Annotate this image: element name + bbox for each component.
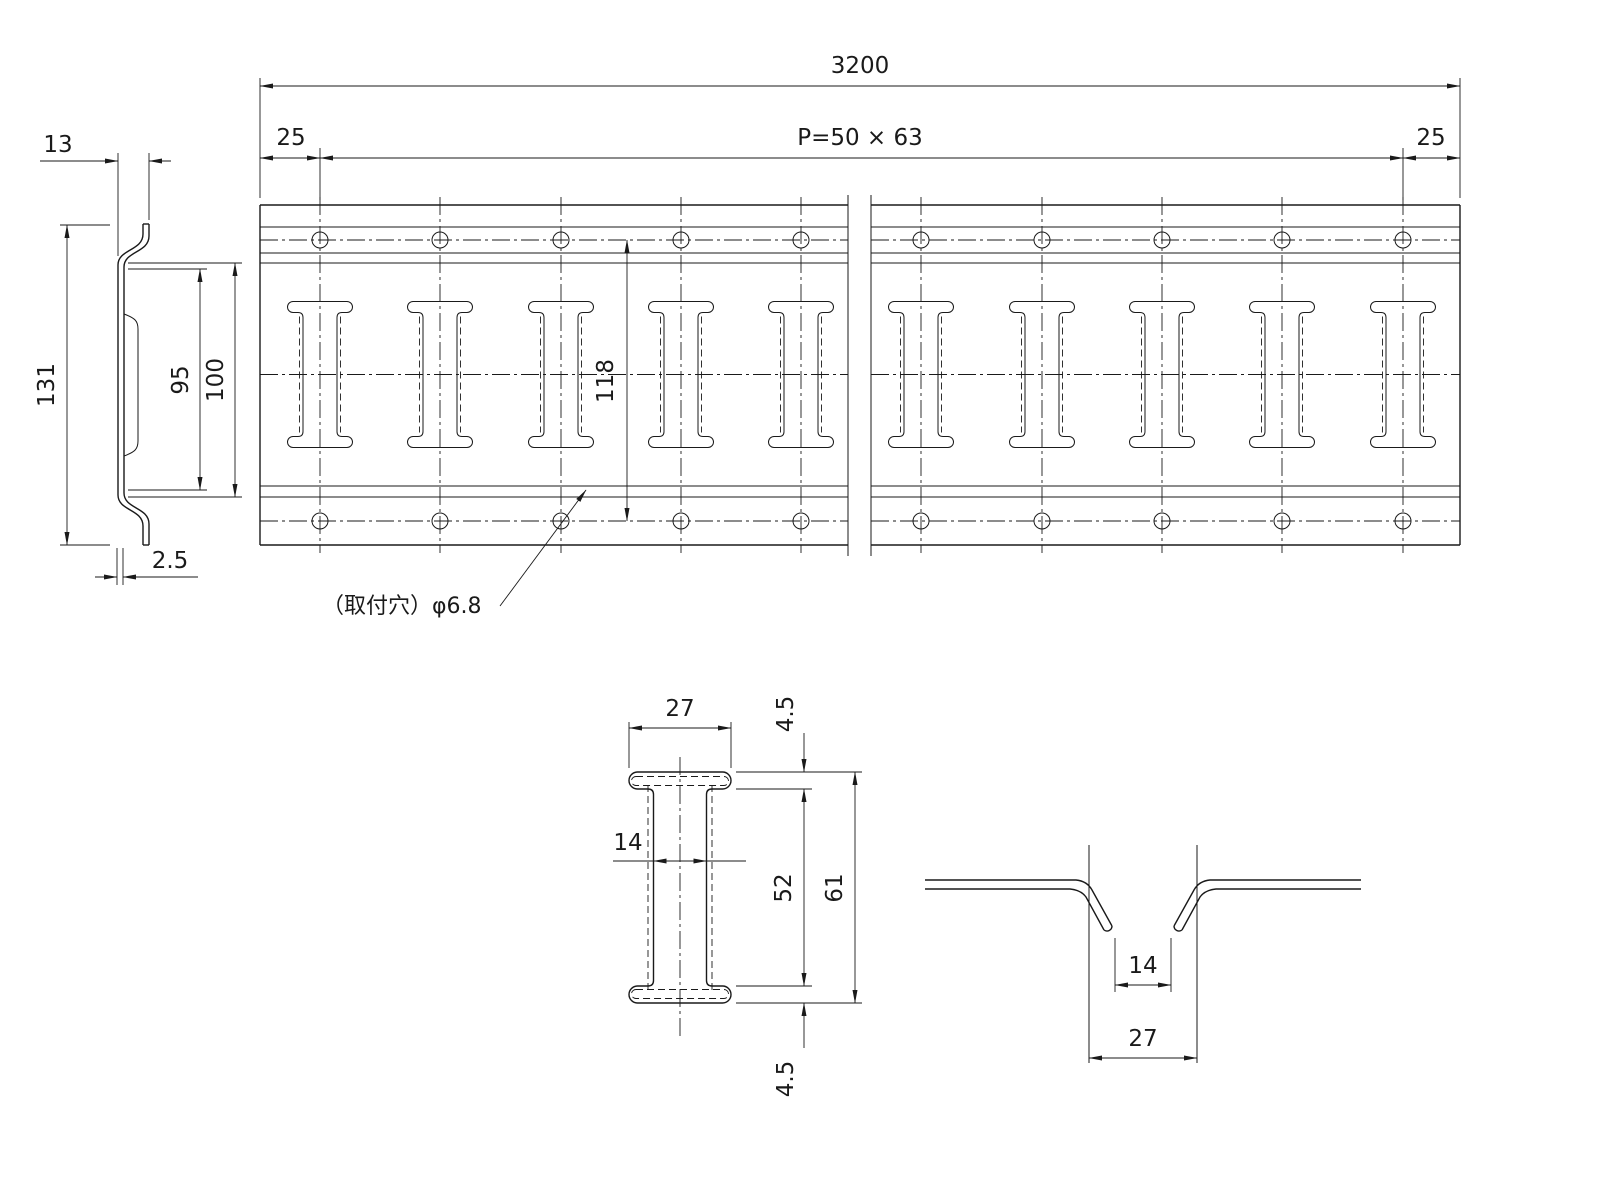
dim-95: 95 — [128, 268, 207, 491]
rail-column — [889, 197, 954, 553]
dim-2-5-label: 2.5 — [152, 548, 189, 574]
dim-slot-27-label: 27 — [665, 696, 694, 722]
rail-column — [1371, 197, 1436, 553]
dim-section-27-label: 27 — [1128, 1026, 1157, 1052]
slot-detail-view: 27 4.5 52 4.5 61 — [613, 696, 862, 1098]
sheet-left-flange-tip — [1103, 925, 1113, 932]
dim-13-label: 13 — [43, 132, 72, 158]
sheet-right-top-surface — [1173, 879, 1361, 927]
dim-95-label: 95 — [168, 365, 194, 394]
dim-118-label: 118 — [593, 359, 619, 403]
profile-emboss-line — [123, 313, 139, 457]
rail-column — [769, 197, 834, 553]
dim-pitch-row: P=50 × 63 25 25 — [259, 125, 1461, 200]
rail-column — [529, 197, 594, 553]
rail-horizontal-lines — [260, 204, 1460, 546]
dim-slot-45-bottom: 4.5 — [773, 1002, 807, 1098]
dim-25-right-label: 25 — [1416, 125, 1445, 151]
rail-column — [649, 197, 714, 553]
sheet-left-bottom-surface — [925, 888, 1105, 931]
dim-13: 13 — [40, 132, 171, 256]
dim-100-label: 100 — [203, 358, 229, 402]
rail-column — [1130, 197, 1195, 553]
leader-line — [499, 489, 587, 607]
dim-slot-14-label: 14 — [613, 830, 642, 856]
side-view: 13 131 95 100 2.5 — [34, 132, 242, 585]
dim-section-14: 14 — [1114, 953, 1172, 988]
dim-slot-45-bottom-label: 4.5 — [773, 1061, 799, 1098]
hole-note-label: （取付穴）φ6.8 — [322, 594, 482, 619]
rail-column — [408, 197, 473, 553]
slot-detail-hidden-cap — [631, 776, 729, 786]
dim-131: 131 — [34, 224, 110, 546]
rail-column — [1010, 197, 1075, 553]
dim-slot-52-label: 52 — [771, 873, 797, 902]
front-view: 3200 P=50 × 63 25 25 118 （取付穴）φ6.8 — [259, 53, 1461, 619]
dim-section-27: 27 — [1088, 1026, 1198, 1061]
rail-column — [1250, 197, 1315, 553]
hole-note: （取付穴）φ6.8 — [322, 489, 587, 619]
profile-outer-line — [117, 224, 144, 545]
dim-pitch-label: P=50 × 63 — [797, 125, 923, 151]
dim-slot-52: 52 — [771, 788, 807, 987]
sheet-left-top-surface — [925, 879, 1113, 927]
dim-3200: 3200 — [259, 53, 1461, 198]
dim-slot-27: 27 — [628, 696, 732, 768]
dim-slot-45-top-label: 4.5 — [773, 696, 799, 733]
dim-25-left-label: 25 — [276, 125, 305, 151]
dim-131-label: 131 — [34, 363, 60, 407]
dim-2-5: 2.5 — [95, 548, 198, 585]
profile-inner-line — [123, 224, 150, 545]
rail-centerlines — [260, 239, 1460, 522]
rail-column — [288, 197, 353, 553]
dim-slot-61: 61 — [822, 771, 858, 1004]
dim-slot-61-label: 61 — [822, 873, 848, 902]
dim-118: 118 — [593, 239, 630, 522]
dim-3200-label: 3200 — [831, 53, 890, 79]
section-detail-view: 14 27 — [925, 845, 1361, 1063]
dim-slot-14: 14 — [613, 830, 746, 864]
sheet-right-flange-tip — [1173, 925, 1183, 932]
sheet-right-bottom-surface — [1181, 888, 1361, 931]
dim-slot-45-top: 4.5 — [773, 696, 807, 773]
dim-section-14-label: 14 — [1128, 953, 1157, 979]
dim-100: 100 — [128, 262, 242, 498]
slot-detail-hidden-cap — [631, 989, 729, 999]
